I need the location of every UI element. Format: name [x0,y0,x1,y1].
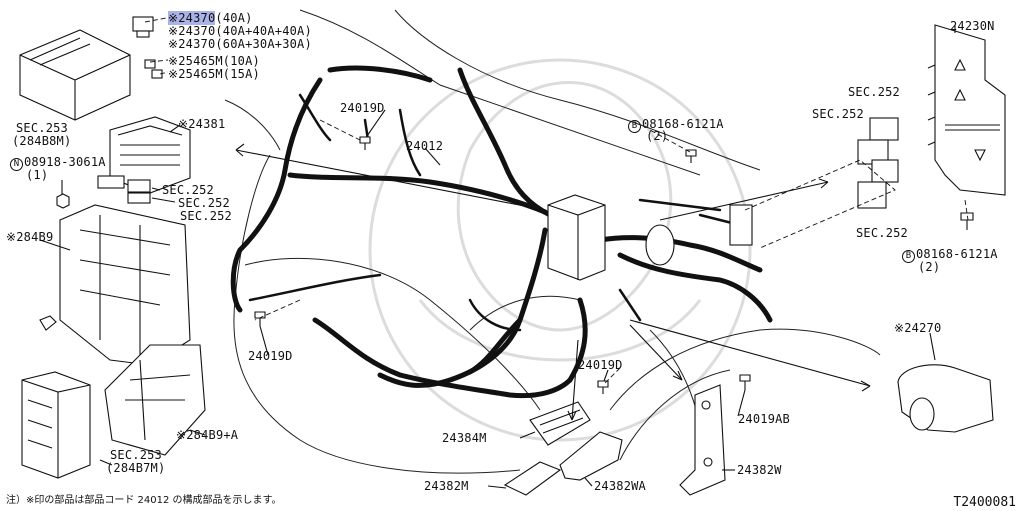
label-fuse-multi1: ※24370(40A+40A+40A) [168,24,312,38]
bolt-marker-icon: B [628,120,641,133]
label-relay-box: ※24381 [178,117,226,131]
bolts [254,136,974,394]
ecu-module [21,371,91,479]
label-harness-24012: 24012 [406,139,444,153]
bracket-284b9 [39,204,191,366]
label-sec253-top-sub: (284B8M) [12,134,72,148]
label-bolt-top-qty: (2) [646,129,669,143]
fuse-box-cover [19,29,131,121]
nut-marker-icon: N [10,158,23,171]
footnote: 注）※印の部品は部品コード 24012 の構成部品を示します。 [6,495,282,506]
label-sec252-left1: SEC.252 [162,183,214,197]
label-bolt-24019d-left: 24019D [248,349,293,363]
label-bolt-24019d-right: 24019D [578,358,623,372]
label-bracket-24230n: 24230N [950,19,995,33]
label-protector-24270: ※24270 [894,321,942,335]
protector-24270 [897,364,994,433]
label-fuse-15a: ※25465M(15A) [168,67,260,81]
cover-284b9a [104,344,206,456]
label-nut-08918-code: 08918-3061A [24,155,106,169]
label-bracket-24382w: 24382W [737,463,782,477]
central-junction-block [547,194,675,281]
label-sec253-bottom-sub: (284B7M) [106,461,166,475]
nut-08918 [56,193,70,209]
bottom-protectors [503,431,623,496]
bolt-marker-icon: B [902,250,915,263]
label-sec252-left2: SEC.252 [178,196,230,210]
label-sec252-right3: SEC.252 [856,226,908,240]
label-sec253-top: SEC.253 [16,121,68,135]
label-sec252-right2: SEC.252 [812,107,864,121]
label-fuse-40a-code: ※24370 [168,11,216,25]
label-sec253-bottom: SEC.253 [110,448,162,462]
fuse-blocks [132,16,163,79]
label-fuse-40a: ※24370(40A) [168,11,253,25]
label-protector-24382wa: 24382WA [594,479,646,493]
bracket-24230n [927,24,1006,196]
label-fuse-multi2: ※24370(60A+30A+30A) [168,37,312,51]
label-protector-24382m: 24382M [424,479,469,493]
label-cover-284b9a: ※284B9+A [176,428,239,442]
label-bolt-right-qty: (2) [918,260,941,274]
label-bracket-24384m: 24384M [442,431,487,445]
left-connectors [97,175,151,204]
engine-bay-body-outline [224,9,881,474]
bracket-24382w [679,384,726,496]
label-sec252-left3: SEC.252 [180,209,232,223]
label-bracket-284b9: ※284B9 [6,230,54,244]
leader-lines [39,17,969,489]
label-sec252-right1: SEC.252 [848,85,900,99]
label-bolt-24019ab: 24019AB [738,412,790,426]
label-fuse-10a: ※25465M(10A) [168,54,260,68]
figure-id: T2400081 [953,495,1016,510]
label-bolt-right-code: 08168-6121A [916,247,998,261]
label-bolt-24019d-top: 24019D [340,101,385,115]
main-harness-24012 [230,65,773,399]
label-fuse-40a-spec: (40A) [215,11,253,25]
label-nut-08918-qty: (1) [26,168,49,182]
label-bolt-top-code: 08168-6121A [642,117,724,131]
right-relay-cluster [729,117,899,246]
